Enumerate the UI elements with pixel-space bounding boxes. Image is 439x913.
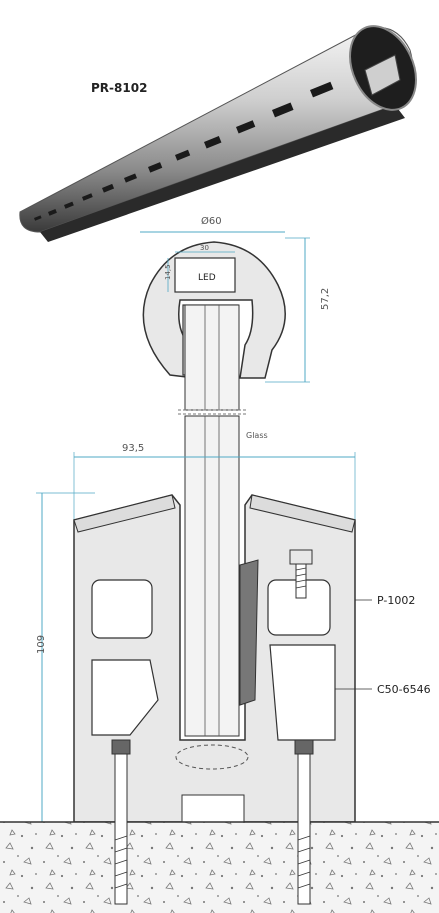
anchor-pad-left	[111, 739, 131, 755]
dim-text-led-width: 30	[200, 244, 209, 252]
dim-text-base-height: 109	[36, 635, 47, 654]
dim-text-rail-height: 57,2	[320, 288, 331, 310]
chamber-left-upper	[91, 579, 153, 639]
concrete-area	[0, 822, 439, 913]
rubber-wedge	[239, 559, 259, 706]
led-label: LED	[198, 273, 216, 283]
glass-lower	[184, 415, 240, 737]
anchor-bolt-left	[114, 753, 128, 905]
chamber-left-lower	[91, 659, 159, 736]
base-top-cap-right	[249, 494, 356, 533]
glass-upper	[184, 304, 240, 411]
adjustment-screw	[289, 549, 313, 599]
profile-label: P-1002	[377, 594, 415, 607]
glass-break-line	[178, 409, 246, 415]
glass-label: Glass	[246, 431, 268, 440]
led-slots	[34, 81, 334, 221]
glass-pane: Glass	[178, 304, 268, 737]
handrail-end-channel	[364, 54, 401, 96]
led-channel	[174, 257, 236, 293]
base-profile: 93,5 109 P-1002 C50-6546	[36, 443, 431, 823]
anchor-bolt-right	[297, 753, 311, 905]
concrete-slab	[0, 753, 439, 913]
chamber-right-lower	[269, 644, 336, 741]
dim-text-led-height: 14,5	[164, 264, 172, 280]
handrail-bottom-edge	[40, 105, 405, 242]
anchor-pad-right	[294, 739, 314, 755]
dim-text-base-width: 93,5	[122, 443, 144, 454]
handrail-render: PR-8102	[19, 25, 417, 242]
dim-text-diameter: Ø60	[201, 215, 222, 227]
clamp-label: C50-6546	[377, 683, 431, 696]
drainage-slot	[175, 744, 249, 770]
base-top-cap-left	[73, 494, 176, 533]
product-code-label: PR-8102	[91, 81, 147, 95]
base-foot	[181, 794, 245, 823]
